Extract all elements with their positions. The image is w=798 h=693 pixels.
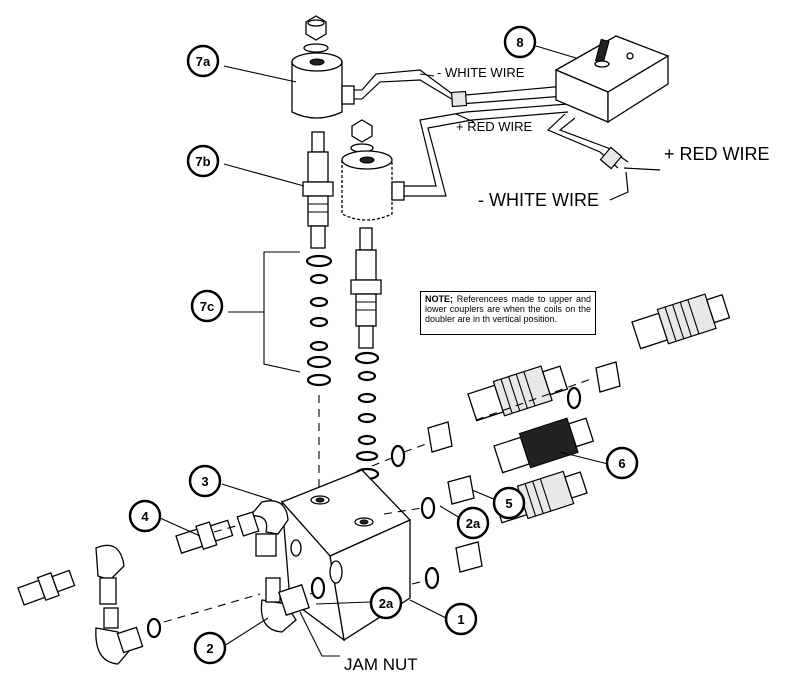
callout-7c-label: 7c	[200, 299, 214, 314]
callout-7a-label: 7a	[196, 54, 211, 69]
callout-7c: 7c	[190, 289, 224, 323]
callout-2a-upper-label: 2a	[466, 516, 481, 531]
callout-7a: 7a	[186, 44, 220, 78]
white-wire-label-small: - WHITE WIRE	[437, 65, 525, 80]
callout-7b-label: 7b	[195, 154, 210, 169]
callout-6-label: 6	[618, 456, 625, 471]
quick-couplers	[371, 293, 731, 590]
callout-8: 8	[503, 25, 537, 59]
callout-4: 4	[128, 499, 162, 533]
callout-2: 2	[193, 631, 227, 665]
callout-5: 5	[492, 486, 526, 520]
note-heading: NOTE;	[425, 294, 453, 304]
callout-2-label: 2	[206, 641, 213, 656]
red-wire-label-large: + RED WIRE	[664, 144, 770, 164]
red-wire-label-small: + RED WIRE	[456, 119, 533, 134]
callout-4-label: 4	[141, 509, 149, 524]
callout-2a-lower-label: 2a	[379, 596, 394, 611]
leader-lines	[159, 45, 609, 657]
callout-3: 3	[188, 464, 222, 498]
note-body: Referencees made to upper and lower coup…	[425, 294, 591, 324]
callout-2a-upper: 2a	[456, 506, 490, 540]
solenoid-valve-left	[291, 15, 362, 492]
callout-7b: 7b	[186, 144, 220, 178]
note-box: NOTE; Referencees made to upper and lowe…	[420, 291, 596, 335]
callout-5-label: 5	[505, 496, 512, 511]
callout-2a-lower: 2a	[369, 586, 403, 620]
callout-8-label: 8	[516, 35, 523, 50]
callout-6: 6	[605, 446, 639, 480]
callout-1: 1	[444, 602, 478, 636]
callout-3-label: 3	[201, 474, 208, 489]
callout-1-label: 1	[457, 612, 464, 627]
white-wire-label-large: - WHITE WIRE	[478, 190, 599, 210]
wiring	[361, 35, 670, 201]
left-fittings	[17, 500, 326, 665]
jam-nut-label: JAM NUT	[344, 655, 418, 674]
